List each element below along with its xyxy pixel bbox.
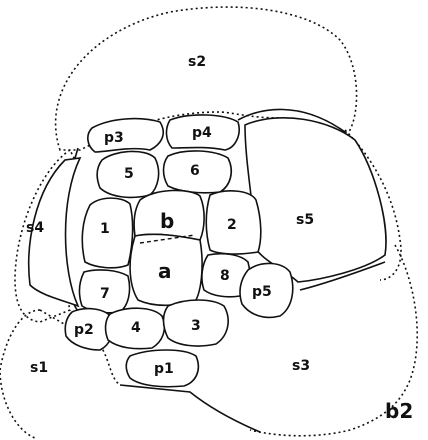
- label-s3: s3: [292, 358, 310, 374]
- cell-1: [81, 197, 134, 269]
- label-p3: p3: [104, 130, 124, 146]
- panel-label: b2: [385, 399, 413, 423]
- cell-s5: [244, 116, 387, 283]
- cell-p2: [64, 307, 115, 351]
- label-s4: s4: [26, 220, 44, 236]
- cell-p5: [239, 262, 294, 319]
- s1-outline: [0, 309, 121, 439]
- a-b-division-line: [139, 234, 196, 244]
- label-1: 1: [100, 221, 110, 237]
- label-p4: p4: [192, 125, 212, 141]
- label-a: a: [158, 259, 172, 283]
- label-s1: s1: [30, 360, 48, 376]
- label-p2: p2: [74, 322, 94, 338]
- label-7: 7: [100, 286, 110, 302]
- cell-p3: [87, 117, 165, 153]
- s5-outline: [344, 129, 402, 281]
- cell-3: [162, 299, 229, 347]
- label-3: 3: [191, 318, 201, 334]
- s1-s3-wall: [119, 384, 261, 433]
- label-p5: p5: [252, 284, 272, 300]
- cell-p4: [165, 114, 240, 151]
- s5-s3-wall: [299, 261, 386, 291]
- label-p1: p1: [154, 361, 174, 377]
- label-s2: s2: [188, 54, 206, 70]
- label-2: 2: [227, 217, 237, 233]
- label-b: b: [160, 209, 174, 233]
- label-8: 8: [220, 268, 230, 284]
- s2-outline: [54, 6, 358, 151]
- cell-s4: [27, 157, 82, 308]
- label-4: 4: [131, 320, 141, 336]
- cell-2: [205, 190, 262, 255]
- s4-outline: [14, 148, 76, 323]
- cell-p1: [125, 349, 200, 388]
- label-s5: s5: [296, 212, 314, 228]
- label-6: 6: [190, 163, 200, 179]
- cell-4: [104, 307, 166, 350]
- s5-top-wall: [237, 108, 346, 133]
- label-5: 5: [124, 166, 134, 182]
